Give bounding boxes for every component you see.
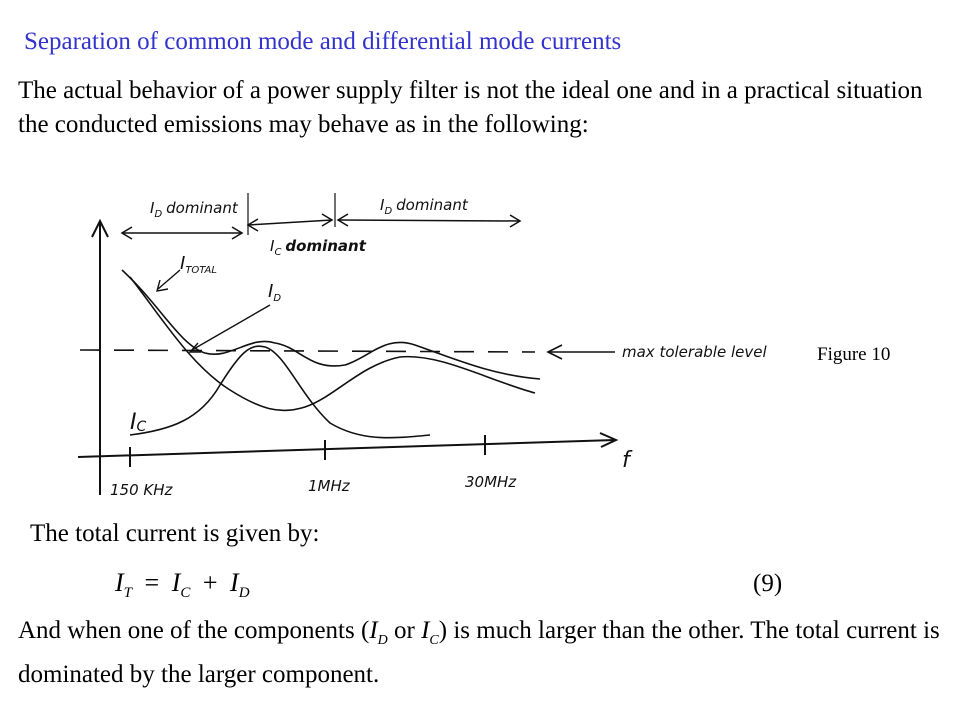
closing-before: And when one of the components (	[18, 617, 370, 644]
region-arrowhead-right-b	[509, 214, 522, 228]
curve-ic	[129, 345, 431, 439]
closing-paragraph: And when one of the components (ID or IC…	[18, 614, 953, 692]
label-tick-1mhz: 1MHz	[308, 477, 351, 495]
eq-term2: I	[230, 568, 239, 597]
pointer-itotal	[157, 269, 181, 290]
x-axis	[77, 439, 616, 458]
label-id-curve: ID	[268, 281, 281, 304]
eq-lhs-sub: T	[123, 585, 133, 602]
max-level-line	[79, 349, 536, 353]
region-arrowhead-left-b	[231, 226, 244, 240]
region-arrowhead-mid-b	[321, 213, 334, 227]
region-arrow-id-right	[337, 219, 521, 222]
equation-9: IT = IC + ID	[115, 568, 250, 602]
curve-itotal	[121, 269, 541, 380]
eq-plus: +	[202, 568, 218, 597]
region-arrow-ic-mid	[247, 219, 333, 226]
eq-term2-sub: D	[238, 585, 250, 602]
intro-paragraph: The actual behavior of a power supply fi…	[18, 77, 923, 138]
equation-number: (9)	[753, 570, 783, 597]
eq-term1-sub: C	[180, 585, 191, 602]
eq-term1: I	[171, 568, 181, 597]
eq-lhs: I	[115, 568, 124, 597]
slide-title: Separation of common mode and differenti…	[24, 28, 622, 55]
region-arrowhead-right-a	[336, 213, 349, 227]
closing-after: ) is much larger than the other. The tot…	[18, 617, 940, 688]
max-level-arrowhead	[546, 344, 563, 360]
pointer-itotal-head	[156, 279, 169, 292]
label-itotal: ITOTAL	[180, 253, 217, 276]
eq-equals: =	[144, 568, 160, 597]
pointer-id	[191, 304, 271, 351]
x-axis-arrowhead	[599, 432, 619, 448]
label-max-tolerable-level: max tolerable level	[622, 343, 767, 361]
pointer-id-head	[188, 342, 201, 353]
label-tick-30mhz: 30MHz	[465, 473, 517, 491]
inline-math-components: ID or IC	[369, 617, 439, 648]
y-axis-arrowhead	[91, 218, 109, 238]
curve-id	[129, 276, 536, 412]
region-arrowhead-left-a	[120, 226, 133, 240]
label-axis-f: f	[622, 448, 633, 473]
label-ic-curve: IC	[130, 410, 147, 435]
figure-caption: Figure 10	[817, 344, 891, 365]
label-tick-150khz: 150 KHz	[110, 481, 174, 499]
total-current-text: The total current is given by:	[30, 520, 320, 547]
